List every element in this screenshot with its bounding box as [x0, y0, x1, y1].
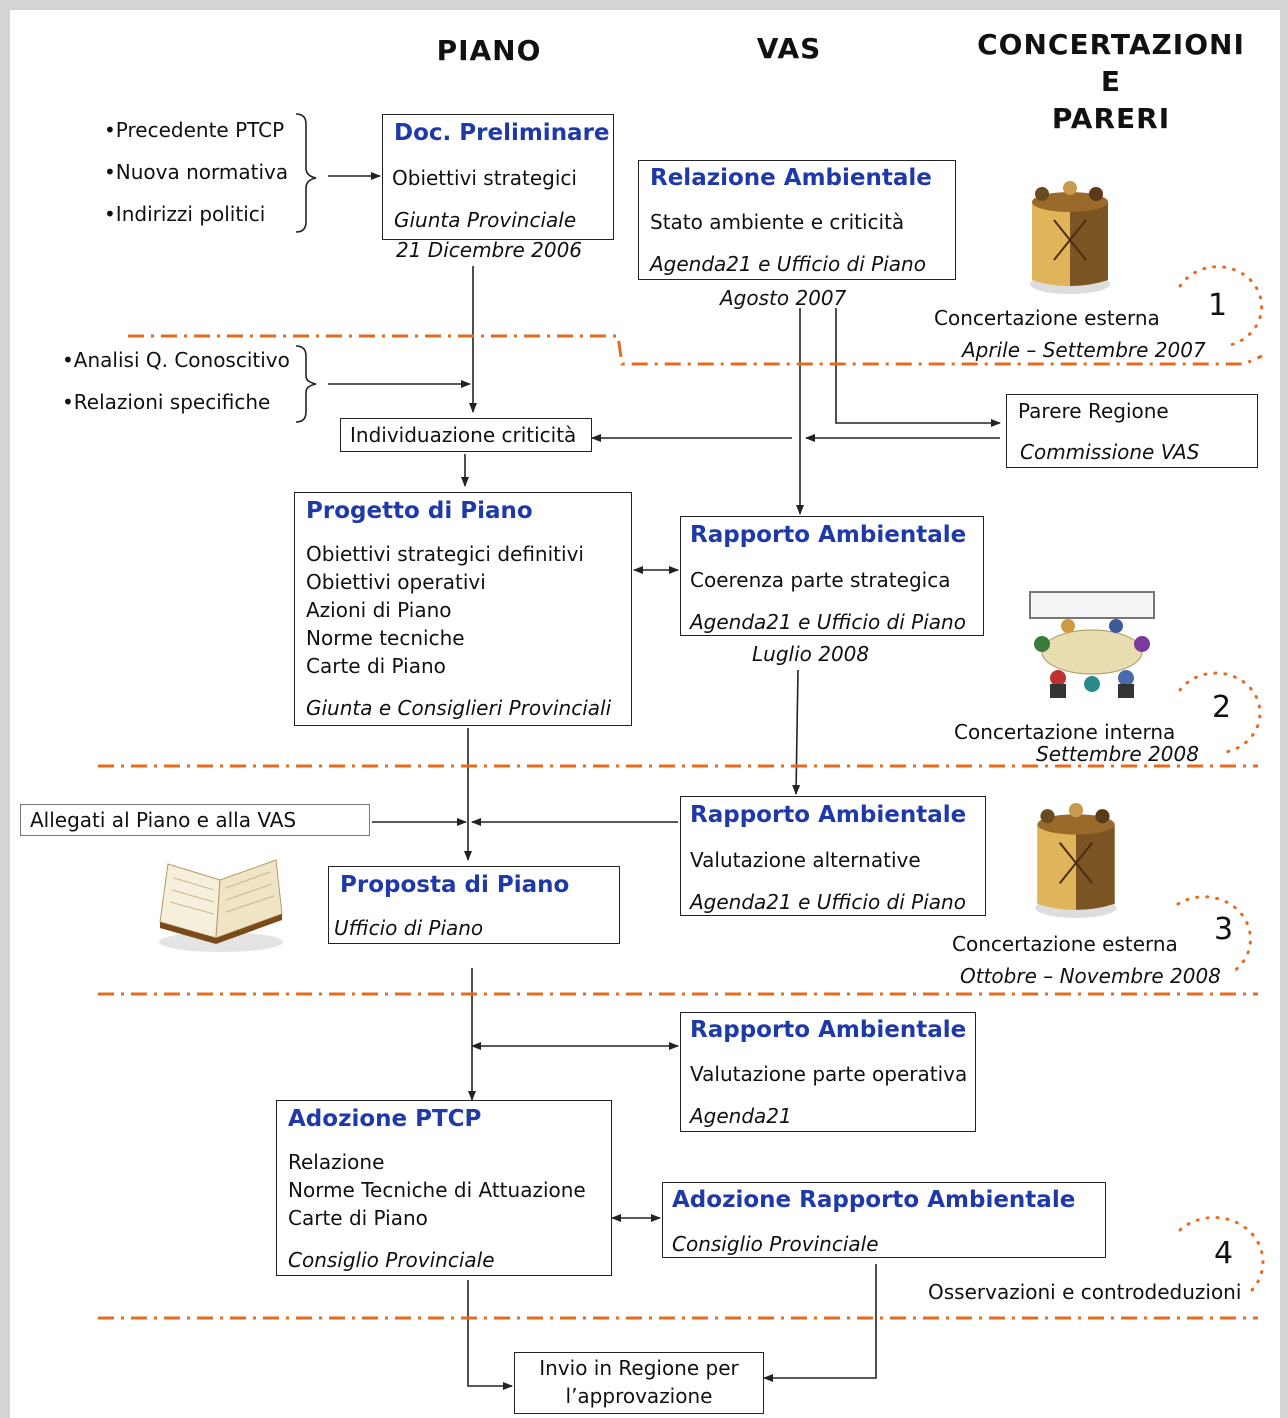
phase-1-date: Aprile – Settembre 2007	[962, 338, 1206, 362]
input-precedente-ptcp: •Precedente PTCP	[104, 118, 285, 142]
arrow-rapp1-to-rapp2	[792, 669, 801, 795]
adozione-ptcp-who: Consiglio Provinciale	[288, 1248, 495, 1272]
progetto-piano-who: Giunta e Consiglieri Provinciali	[306, 696, 612, 720]
allegati-box	[20, 804, 370, 836]
separator-1	[128, 334, 1263, 366]
rapporto-3-who: Agenda21	[690, 1104, 792, 1128]
doc-preliminare-who: Giunta Provinciale	[394, 208, 577, 232]
individuazione-box	[340, 418, 592, 452]
parere-regione-who: Commissione VAS	[1020, 440, 1200, 464]
rapporto-1-who: Agenda21 e Ufficio di Piano	[690, 610, 966, 634]
adozione-ptcp-box	[276, 1100, 612, 1276]
arrow-ptcp-invio	[467, 1280, 513, 1390]
adozione-ptcp-lines: Relazione Norme Tecniche di Attuazione C…	[288, 1150, 586, 1230]
phase-1-number: 1	[1208, 288, 1228, 323]
rapporto-1-title: Rapporto Ambientale	[690, 522, 967, 548]
relazione-ambientale-who: Agenda21 e Ufficio di Piano	[650, 252, 926, 276]
invio-regione-box	[514, 1352, 764, 1414]
input-nuova-normativa: •Nuova normativa	[104, 160, 289, 184]
brace-mid	[295, 345, 317, 423]
rapporto-1-box	[680, 516, 984, 636]
parere-regione-line: Parere Regione	[1018, 399, 1169, 423]
proposta-piano-title: Proposta di Piano	[340, 872, 570, 898]
phase-1-label: Concertazione esterna	[934, 306, 1160, 330]
progetto-piano-lines: Obiettivi strategici definitivi Obiettiv…	[306, 542, 584, 678]
rapporto-2-line: Valutazione alternative	[690, 848, 921, 872]
doc-preliminare-title: Doc. Preliminare	[394, 120, 610, 146]
phase-circle-2	[1178, 671, 1262, 754]
adozione-rapporto-who: Consiglio Provinciale	[672, 1232, 879, 1256]
input-indirizzi-politici: •Indirizzi politici	[104, 202, 266, 226]
relazione-ambientale-title: Relazione Ambientale	[650, 165, 932, 191]
rapporto-3-line: Valutazione parte operativa	[690, 1062, 968, 1086]
connector-layer	[98, 113, 1265, 1390]
phase-circle-4	[1178, 1216, 1265, 1296]
proposta-piano-box	[328, 866, 620, 944]
header-concertazioni: CONCERTAZIONI E PARERI	[977, 28, 1245, 135]
arrow-adozione-invio	[763, 1264, 877, 1382]
rapporto-1-line: Coerenza parte strategica	[690, 568, 951, 592]
input-relazioni-specifiche: •Relazioni specifiche	[62, 390, 271, 414]
invio-regione-text: Invio in Regione per l’approvazione	[539, 1356, 739, 1408]
phase-3-date: Ottobre – Novembre 2008	[960, 964, 1221, 988]
phase-2-number: 2	[1212, 690, 1232, 725]
header-vas: VAS	[756, 32, 822, 65]
diagram-canvas: PIANO VAS CONCERTAZIONI E PARERI •Preced…	[10, 10, 1280, 1418]
phase-3-label: Concertazione esterna	[952, 932, 1178, 956]
phase-4-number: 4	[1214, 1236, 1234, 1271]
parere-regione-box	[1006, 394, 1258, 468]
rapporto-3-title: Rapporto Ambientale	[690, 1017, 967, 1043]
relazione-ambientale-box	[638, 160, 956, 280]
rapporto-2-who: Agenda21 e Ufficio di Piano	[690, 890, 966, 914]
header-piano: PIANO	[436, 34, 542, 67]
individuazione-text: Individuazione criticità	[350, 423, 577, 447]
input-analisi-quadro: •Analisi Q. Conoscitivo	[62, 348, 290, 372]
puzzle-people-image-2	[1026, 802, 1126, 922]
proposta-piano-who: Ufficio di Piano	[334, 916, 484, 940]
arrow-to-parere	[835, 308, 1001, 427]
relazione-ambientale-date: Agosto 2007	[720, 286, 847, 310]
allegati-text: Allegati al Piano e alla VAS	[30, 808, 297, 832]
phase-3-number: 3	[1214, 912, 1234, 947]
relazione-ambientale-line: Stato ambiente e criticità	[650, 210, 905, 234]
meeting-table-image	[1022, 590, 1162, 700]
adozione-ptcp-title: Adozione PTCP	[288, 1106, 482, 1132]
rapporto-1-date: Luglio 2008	[752, 642, 870, 666]
book-image	[146, 850, 296, 958]
phase-2-date: Settembre 2008	[1036, 742, 1199, 766]
phase-2-label: Concertazione interna	[954, 720, 1176, 744]
adozione-rapporto-box	[662, 1182, 1106, 1258]
phase-4-label: Osservazioni e controdeduzioni	[928, 1280, 1242, 1304]
adozione-rapporto-title: Adozione Rapporto Ambientale	[672, 1187, 1076, 1213]
rapporto-3-box	[680, 1012, 976, 1132]
doc-preliminare-line: Obiettivi strategici	[392, 166, 577, 190]
rapporto-2-title: Rapporto Ambientale	[690, 802, 967, 828]
progetto-piano-title: Progetto di Piano	[306, 498, 533, 524]
doc-preliminare-date: 21 Dicembre 2006	[396, 238, 583, 262]
progetto-piano-box	[294, 492, 632, 726]
phase-circle-1	[1178, 265, 1264, 348]
doc-preliminare-box	[382, 114, 614, 240]
puzzle-people-image-1	[1024, 180, 1116, 298]
rapporto-2-box	[680, 796, 986, 916]
brace-top	[295, 113, 317, 233]
phase-circle-3	[1176, 895, 1252, 976]
